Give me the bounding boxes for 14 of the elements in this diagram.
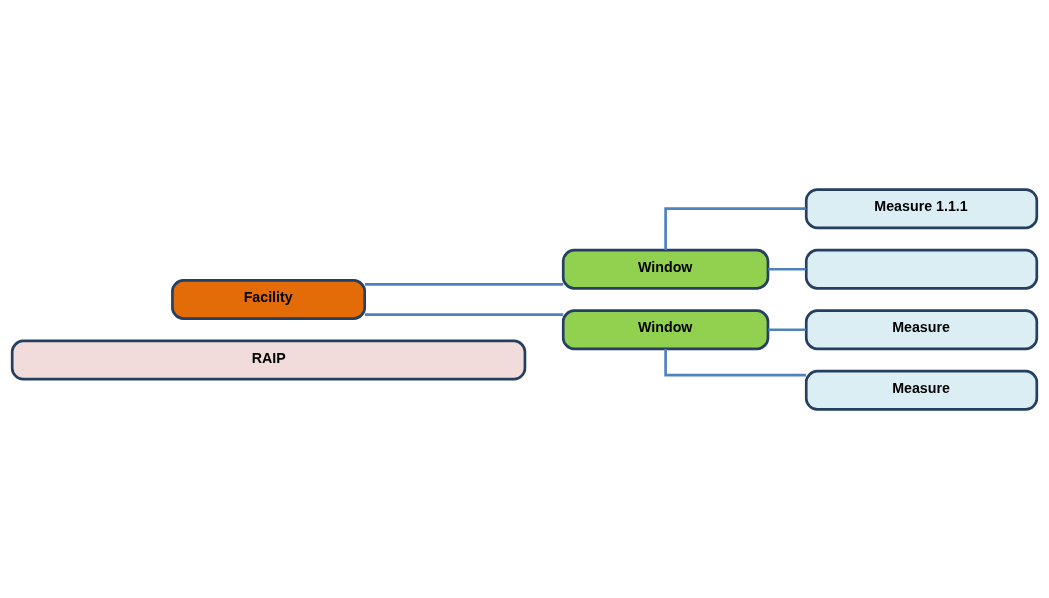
connector [364,282,564,286]
connector [768,327,806,331]
connector [768,267,806,271]
connector [664,348,806,376]
connector [664,206,806,250]
node-box: Measure 1.1.1 [804,187,1039,229]
node-box: RAIP [10,339,527,380]
node-box: Measure [804,369,1039,411]
connector [364,312,564,316]
node-box [804,248,1039,290]
node-box: Measure [804,308,1039,350]
node-box: Facility [171,278,367,320]
node-box: Window [561,248,770,290]
node-box: Window [561,308,770,350]
